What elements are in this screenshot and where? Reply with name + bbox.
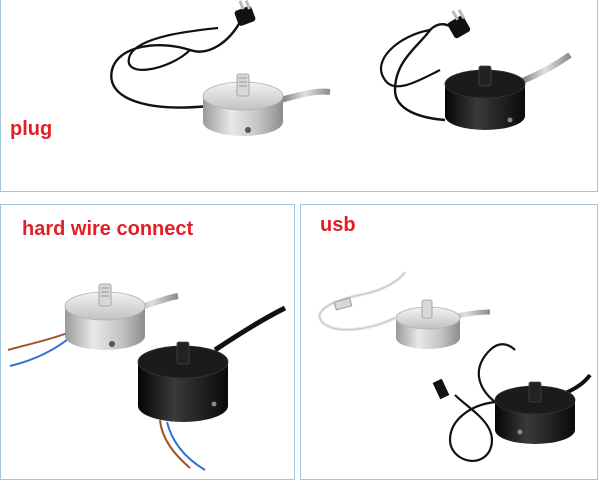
black-hard-wire-unit xyxy=(137,305,287,471)
plug-label: plug xyxy=(10,118,53,140)
usb-label: usb xyxy=(320,214,356,236)
usb-connector-icon xyxy=(432,378,450,400)
plug-head-icon xyxy=(447,9,471,39)
silver-hard-wire-unit xyxy=(7,283,179,367)
silver-usb-unit xyxy=(318,271,491,349)
black-plug-unit xyxy=(379,9,572,130)
usb-connector-icon xyxy=(333,297,353,311)
silver-plug-unit xyxy=(110,0,331,136)
black-usb-unit xyxy=(432,343,592,462)
hard-wire-label: hard wire connect xyxy=(22,218,194,240)
plug-head-icon xyxy=(234,0,256,26)
hard-wire-panel xyxy=(0,204,295,480)
